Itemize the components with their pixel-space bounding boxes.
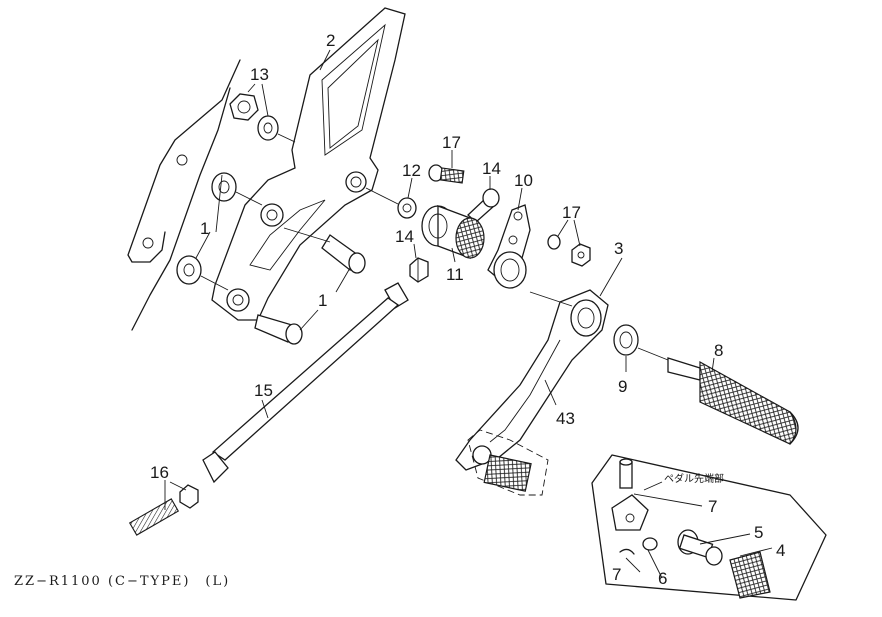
callout-11: 11: [446, 265, 464, 284]
callout-3: 3: [614, 239, 623, 258]
pedal-tip-outline: [467, 429, 549, 496]
leader-lines: [164, 49, 773, 579]
ball-joint-14: [409, 188, 500, 283]
nut-and-washer: [229, 93, 296, 143]
callout-1-lower: 1: [318, 291, 327, 310]
callout-7-upper: 7: [708, 497, 717, 516]
model-caption: ZZ−R1100 (C−TYPE) (L): [14, 574, 230, 589]
callout-2: 2: [326, 31, 335, 50]
callout-5: 5: [754, 523, 763, 542]
bracket-plate: [211, 7, 406, 321]
footpeg: [667, 357, 799, 445]
callout-17-top: 17: [442, 133, 461, 152]
callout-8: 8: [714, 341, 723, 360]
washer-nut-17-right: [547, 234, 591, 267]
callout-1-upper: 1: [200, 219, 209, 238]
callout-15: 15: [254, 381, 273, 400]
inset-note: ペダル先端部: [664, 472, 724, 485]
callout-43: 43: [556, 409, 575, 428]
frame-outline: [127, 59, 241, 331]
callout-6: 6: [658, 569, 667, 588]
snap-ring: [613, 324, 669, 361]
callout-10: 10: [514, 171, 533, 190]
bolt-17-top: [428, 164, 465, 184]
shift-pedal: [455, 289, 609, 471]
pin-7: [619, 458, 633, 489]
link-arm: [487, 204, 531, 289]
inset-detail-box: [591, 454, 827, 601]
pivot-collar: [421, 205, 485, 259]
callout-4: 4: [776, 541, 785, 560]
rod-end-16: [128, 484, 199, 536]
callout-13: 13: [250, 65, 269, 84]
spacers-and-bolts: [176, 172, 366, 345]
washer-12: [365, 187, 417, 219]
callouts: 2 13 1 1 12 17 14 10 17 14 11 3 8 9 43 1…: [150, 31, 785, 588]
callout-16: 16: [150, 463, 169, 482]
callout-17-right: 17: [562, 203, 581, 222]
shift-rod: [202, 282, 409, 484]
callout-7-lower: 7: [612, 565, 621, 584]
callout-14-lower: 14: [395, 227, 414, 246]
callout-12: 12: [402, 161, 421, 180]
callout-14-top: 14: [482, 159, 501, 178]
callout-9: 9: [618, 377, 627, 396]
